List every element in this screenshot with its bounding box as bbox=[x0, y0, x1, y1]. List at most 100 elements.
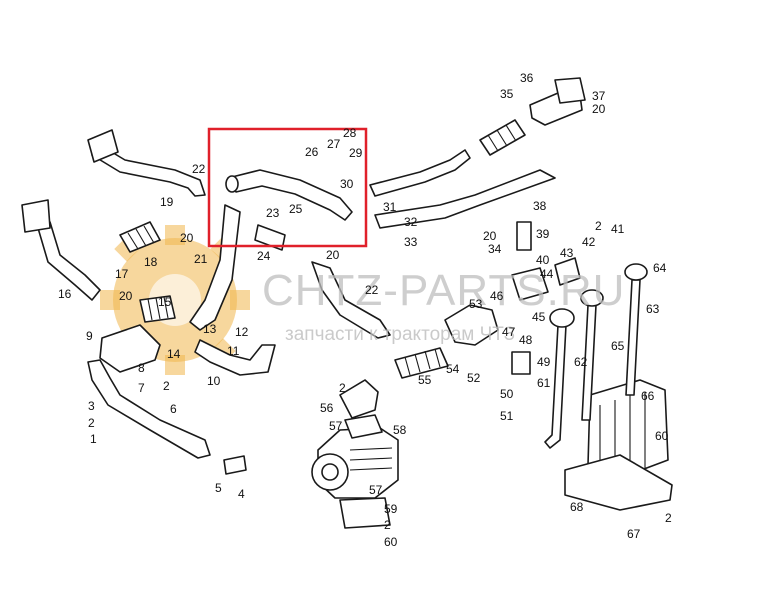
hose-34 bbox=[479, 119, 526, 156]
label-15: 15 bbox=[158, 295, 172, 309]
label-41: 41 bbox=[611, 222, 625, 236]
label-60b: 60 bbox=[655, 429, 669, 443]
label-3: 3 bbox=[88, 399, 95, 413]
watermark-title: CHTZ-PARTS.RU bbox=[262, 266, 625, 315]
label-43: 43 bbox=[560, 246, 574, 260]
lever-63 bbox=[624, 263, 648, 396]
label-34: 34 bbox=[488, 242, 502, 256]
label-60: 60 bbox=[384, 535, 398, 549]
label-38: 38 bbox=[533, 199, 547, 213]
label-26: 26 bbox=[305, 145, 319, 159]
elbow-53 bbox=[444, 304, 499, 346]
bracket-68 bbox=[564, 454, 673, 511]
label-56: 56 bbox=[320, 401, 334, 415]
label-68: 68 bbox=[570, 500, 584, 514]
pipe-33 bbox=[369, 149, 556, 229]
flange-59 bbox=[339, 497, 391, 529]
pump-58 bbox=[311, 414, 399, 499]
pipe-37 bbox=[529, 77, 586, 126]
label-19: 19 bbox=[160, 195, 174, 209]
label-23: 23 bbox=[266, 206, 280, 220]
label-25: 25 bbox=[289, 202, 303, 216]
label-53: 53 bbox=[469, 297, 483, 311]
pipe-21 bbox=[189, 204, 241, 331]
label-52: 52 bbox=[467, 371, 481, 385]
hose-15 bbox=[139, 295, 176, 323]
label-22b: 22 bbox=[365, 283, 379, 297]
label-20: 20 bbox=[180, 231, 194, 245]
label-32: 32 bbox=[404, 215, 418, 229]
fitting-39 bbox=[516, 221, 532, 251]
label-21: 21 bbox=[194, 252, 208, 266]
hose-18 bbox=[119, 221, 161, 253]
lever-62 bbox=[580, 289, 604, 421]
label-51: 51 bbox=[500, 409, 514, 423]
label-49: 49 bbox=[537, 355, 551, 369]
label-20d: 20 bbox=[483, 229, 497, 243]
label-33: 33 bbox=[404, 235, 418, 249]
label-2: 2 bbox=[88, 416, 95, 430]
label-6: 6 bbox=[170, 402, 177, 416]
label-50: 50 bbox=[500, 387, 514, 401]
label-54: 54 bbox=[446, 362, 460, 376]
label-2f: 2 bbox=[665, 511, 672, 525]
pipe-10 bbox=[194, 339, 276, 376]
pipe-22 bbox=[87, 129, 206, 197]
label-45: 45 bbox=[532, 310, 546, 324]
label-65: 65 bbox=[611, 339, 625, 353]
label-67: 67 bbox=[627, 527, 641, 541]
label-20c: 20 bbox=[326, 248, 340, 262]
label-64: 64 bbox=[653, 261, 667, 275]
label-57b: 57 bbox=[369, 483, 383, 497]
label-14: 14 bbox=[167, 347, 181, 361]
label-27: 27 bbox=[327, 137, 341, 151]
label-2e: 2 bbox=[595, 219, 602, 233]
elbow-56 bbox=[339, 379, 379, 419]
label-2c: 2 bbox=[339, 381, 346, 395]
label-58: 58 bbox=[393, 423, 407, 437]
fitting-23 bbox=[254, 224, 286, 251]
spring-43 bbox=[554, 257, 581, 286]
watermark-subtitle: запчасти к тракторам ЧТЗ bbox=[285, 324, 515, 345]
label-10: 10 bbox=[207, 374, 221, 388]
label-48: 48 bbox=[519, 333, 533, 347]
fitting-49 bbox=[511, 351, 531, 375]
label-61: 61 bbox=[537, 376, 551, 390]
label-35: 35 bbox=[500, 87, 514, 101]
highlight-box bbox=[207, 127, 368, 248]
label-22: 22 bbox=[192, 162, 206, 176]
label-30: 30 bbox=[340, 177, 354, 191]
label-9: 9 bbox=[86, 329, 93, 343]
fitting-5 bbox=[223, 455, 247, 475]
label-47: 47 bbox=[502, 325, 516, 339]
label-36: 36 bbox=[520, 71, 534, 85]
bracket-9 bbox=[99, 324, 161, 373]
valve-block-66 bbox=[587, 379, 669, 479]
label-40: 40 bbox=[536, 253, 550, 267]
label-44: 44 bbox=[540, 267, 554, 281]
label-12: 12 bbox=[235, 325, 249, 339]
label-28: 28 bbox=[343, 126, 357, 140]
label-39: 39 bbox=[536, 227, 550, 241]
label-66: 66 bbox=[641, 389, 655, 403]
label-7: 7 bbox=[138, 381, 145, 395]
label-37: 37 bbox=[592, 89, 606, 103]
label-24: 24 bbox=[257, 249, 271, 263]
label-13: 13 bbox=[203, 322, 217, 336]
pipe-25 bbox=[225, 169, 353, 221]
label-20b: 20 bbox=[119, 289, 133, 303]
label-62: 62 bbox=[574, 355, 588, 369]
part-labels: 1 2 2 2 2 2 2 3 4 5 6 7 8 9 10 11 12 13 … bbox=[58, 71, 672, 549]
label-63: 63 bbox=[646, 302, 660, 316]
pipe-6 bbox=[87, 359, 211, 459]
label-31: 31 bbox=[383, 200, 397, 214]
label-42: 42 bbox=[582, 235, 596, 249]
label-17: 17 bbox=[115, 267, 129, 281]
pipe-22-middle bbox=[311, 261, 391, 339]
label-59: 59 bbox=[384, 502, 398, 516]
label-18: 18 bbox=[144, 255, 158, 269]
label-55: 55 bbox=[418, 373, 432, 387]
label-57: 57 bbox=[329, 419, 343, 433]
label-29: 29 bbox=[349, 146, 363, 160]
label-2d: 2 bbox=[384, 518, 391, 532]
